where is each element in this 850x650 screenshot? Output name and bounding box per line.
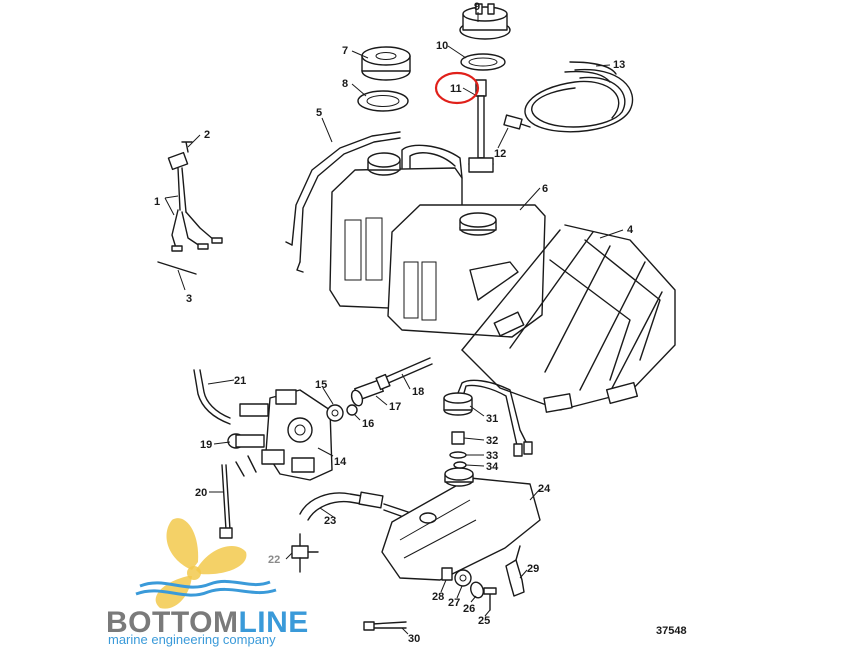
callout-22: 22 [268, 554, 280, 566]
callout-11: 11 [450, 83, 462, 95]
wave-icon [135, 579, 277, 597]
callout-18: 18 [412, 386, 424, 398]
callout-28: 28 [432, 591, 444, 603]
callout-15: 15 [315, 379, 327, 391]
part-32-spacer [451, 431, 465, 445]
part-14-fuel-pump [235, 389, 333, 481]
part-1-harness-connector [167, 151, 223, 252]
callout-5: 5 [316, 107, 322, 119]
part-23-hose [299, 491, 415, 521]
part-22-tee-fitting [291, 533, 319, 573]
part-10-gasket [460, 53, 506, 71]
brand-tagline: marine engineering company [108, 632, 276, 647]
part-26-washer [470, 581, 484, 599]
callout-2: 2 [204, 129, 210, 141]
callout-19: 19 [200, 439, 212, 451]
callout-9: 9 [474, 1, 480, 13]
part-31-oil-pickup [443, 379, 533, 457]
callout-29: 29 [527, 563, 539, 575]
leader-lines [164, 12, 624, 635]
part-30-bolt [363, 621, 407, 631]
callout-21: 21 [234, 375, 246, 387]
part-20-rod [219, 464, 233, 539]
brand-logo: BOTTOMLINE marine engineering company [106, 518, 309, 647]
figure-number: 37548 [656, 625, 687, 637]
callout-20: 20 [195, 487, 207, 499]
part-19-primer-bulb [227, 433, 265, 449]
part-8-gasket [357, 90, 409, 112]
callout-25: 25 [478, 615, 490, 627]
callout-26: 26 [463, 603, 475, 615]
callout-33: 33 [486, 450, 498, 462]
part-34-o-ring [453, 461, 467, 469]
part-12-fitting [503, 114, 531, 130]
callout-4: 4 [627, 224, 634, 236]
part-28-nut [441, 567, 453, 581]
callout-13: 13 [613, 59, 625, 71]
part-11-pickup-tube [468, 79, 494, 173]
callout-24: 24 [538, 483, 551, 495]
callout-labels: 1 2 3 4 5 6 7 8 9 10 11 12 13 14 15 16 1… [154, 1, 634, 645]
callout-8: 8 [342, 78, 348, 90]
part-21-hose [193, 369, 231, 425]
callout-30: 30 [408, 633, 420, 645]
part-33-washer [449, 451, 467, 459]
part-17-fitting [350, 379, 384, 407]
callout-23: 23 [324, 515, 336, 527]
callout-31: 31 [486, 413, 498, 425]
part-29-elbow [505, 545, 525, 597]
callout-7: 7 [342, 45, 348, 57]
part-2-screw [181, 141, 193, 153]
highlight-circle [434, 71, 480, 105]
brand-name: BOTTOMLINE [106, 606, 309, 639]
part-9-fuel-sender-head [459, 3, 511, 40]
callout-32: 32 [486, 435, 498, 447]
part-3-tie-strap [157, 261, 197, 275]
callout-10: 10 [436, 40, 448, 52]
part-6-fuel-tank [329, 144, 546, 338]
part-5-tank-strap [285, 131, 401, 273]
callout-6: 6 [542, 183, 548, 195]
callout-17: 17 [389, 401, 401, 413]
callout-1: 1 [154, 196, 160, 208]
part-18-bolt [375, 357, 433, 391]
callout-27: 27 [448, 597, 460, 609]
part-24-oil-reservoir [381, 467, 541, 581]
callout-14: 14 [334, 456, 347, 468]
part-25-screw [483, 587, 497, 611]
part-7-fill-cap [361, 46, 411, 81]
part-13-fuel-hose [524, 61, 634, 133]
callout-34: 34 [486, 461, 499, 473]
callout-12: 12 [494, 148, 506, 160]
callout-3: 3 [186, 293, 192, 305]
callout-16: 16 [362, 418, 374, 430]
part-15-check-valve [326, 404, 344, 422]
part-27-grommet [454, 569, 472, 587]
part-16-o-ring [346, 404, 358, 416]
